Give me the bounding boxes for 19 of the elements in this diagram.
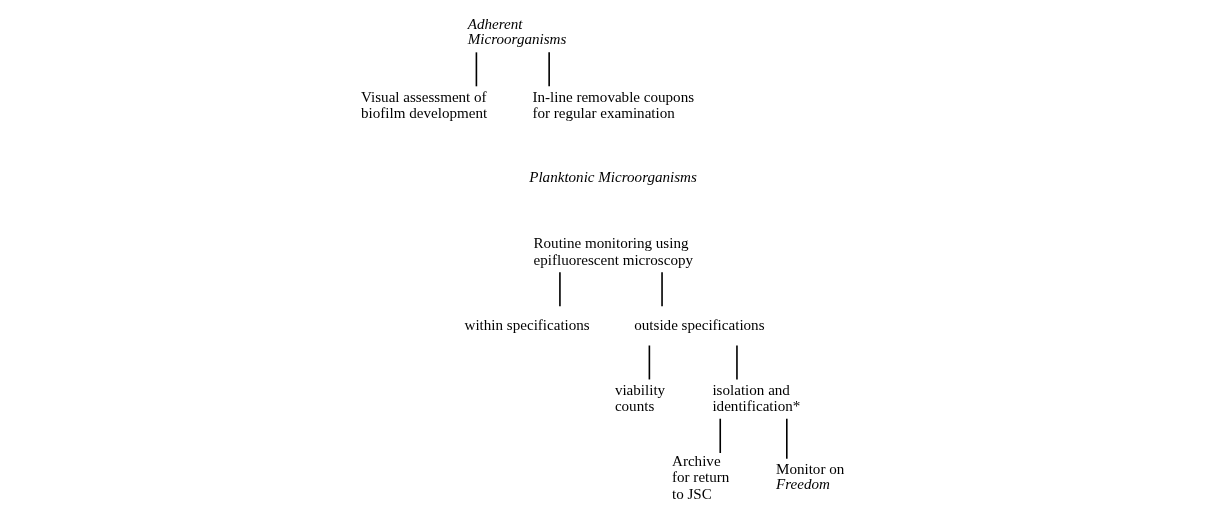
connector	[559, 270, 561, 307]
connector	[736, 344, 738, 380]
node-text: outside specifications	[634, 316, 765, 333]
connector	[661, 270, 663, 307]
connector	[786, 417, 788, 460]
node-text: viability counts	[614, 381, 666, 414]
connector	[648, 344, 651, 380]
node-text: Visual assessment of biofilm development	[361, 88, 488, 121]
node-text: Routine monitoring using epifluorescent microscopy	[533, 234, 694, 268]
node-text: Monitor on Freedom	[776, 460, 845, 492]
node-text: In-line removable coupons for regular examination	[532, 88, 695, 121]
node-text: isolation and identification*	[712, 381, 801, 414]
node-text: Adherent Microorganisms	[467, 15, 567, 47]
node-text: Archive for return to JSC	[672, 452, 730, 502]
connector	[719, 417, 722, 454]
connector	[548, 51, 550, 87]
connector	[475, 51, 478, 87]
node-text: within specifications	[464, 316, 590, 333]
label: Planktonic Microorganisms	[529, 168, 697, 185]
